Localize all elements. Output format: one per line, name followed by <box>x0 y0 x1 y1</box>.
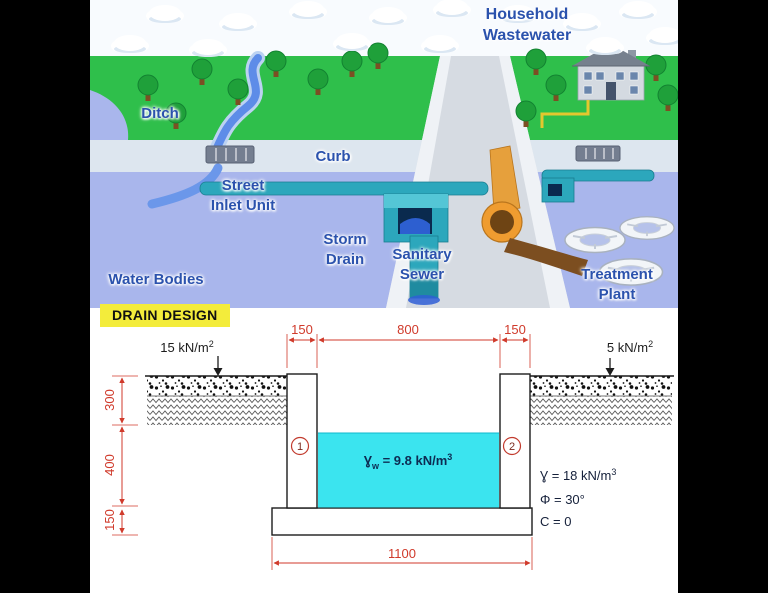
surcharge-left-label: 15 kN/m2 <box>160 339 213 355</box>
ditch-grate <box>205 145 255 164</box>
soil-phi-label: Φ = 30° <box>540 492 585 507</box>
point-1: 1 <box>290 436 310 456</box>
dimensions-top <box>286 334 531 368</box>
label-treatment-plant: Treatment Plant <box>581 266 653 303</box>
base-slab <box>271 507 533 536</box>
sanitary-sewer-pipe <box>481 145 588 276</box>
storm-drain-system <box>199 169 655 305</box>
label-storm-drain: Storm Drain <box>323 231 367 268</box>
label-water-bodies: Water Bodies <box>108 271 204 288</box>
water-fill <box>318 433 499 508</box>
surcharge-right-label: 5 kN/m2 <box>607 339 653 355</box>
soil-cohesion-label: C = 0 <box>540 514 571 529</box>
soil-properties: Ɣ = 18 kN/m3 Φ = 30° C = 0 <box>540 467 616 529</box>
house <box>540 44 650 128</box>
dim-bottom: 1100 <box>388 546 416 561</box>
dim-side-middle: 400 <box>102 454 117 476</box>
ditch-stream <box>212 54 262 154</box>
dimensions-left <box>112 375 138 536</box>
wastewater-illustration: Household Wastewater Ditch Curb Street I… <box>90 0 678 308</box>
soil-hatch-right <box>530 375 674 425</box>
content-column: Household Wastewater Ditch Curb Street I… <box>90 0 678 593</box>
label-curb: Curb <box>315 148 351 165</box>
dim-top-right: 150 <box>504 322 526 337</box>
right-grate <box>575 145 621 162</box>
scene-graphic <box>90 0 678 308</box>
label-household-wastewater: Household Wastewater <box>482 6 572 44</box>
drain-design-badge: DRAIN DESIGN <box>100 304 230 327</box>
dim-side-top: 300 <box>102 389 117 411</box>
soil-gamma-label: Ɣ = 18 kN/m3 <box>540 467 616 483</box>
label-ditch: Ditch <box>141 105 179 122</box>
surcharge-right: 5 kN/m2 <box>605 339 653 376</box>
load-arrow-right <box>605 368 615 376</box>
dim-top-left: 150 <box>291 322 313 337</box>
svg-text:1: 1 <box>297 441 303 453</box>
sewage-flow <box>504 238 588 276</box>
svg-text:2: 2 <box>509 441 515 453</box>
drain-design-panel: 15 kN/m2 5 kN/m2 <box>90 308 678 593</box>
drain-section-drawing: 15 kN/m2 5 kN/m2 <box>102 322 674 570</box>
outfall-stream <box>147 163 223 209</box>
surcharge-left: 15 kN/m2 <box>160 339 223 376</box>
label-street-inlet-unit: Street Inlet Unit <box>210 177 276 214</box>
soil-hatch-left <box>145 375 287 425</box>
label-sanitary-sewer: Sanitary Sewer <box>392 246 452 283</box>
house-sewer-line <box>540 100 590 128</box>
load-arrow-left <box>213 368 223 376</box>
dim-side-bottom: 150 <box>102 509 117 531</box>
dimensions-bottom <box>271 537 533 570</box>
dim-top-middle: 800 <box>397 322 419 337</box>
point-2: 2 <box>502 436 522 456</box>
water-unit-weight-label: Ɣw = 9.8 kN/m3 <box>364 452 453 471</box>
